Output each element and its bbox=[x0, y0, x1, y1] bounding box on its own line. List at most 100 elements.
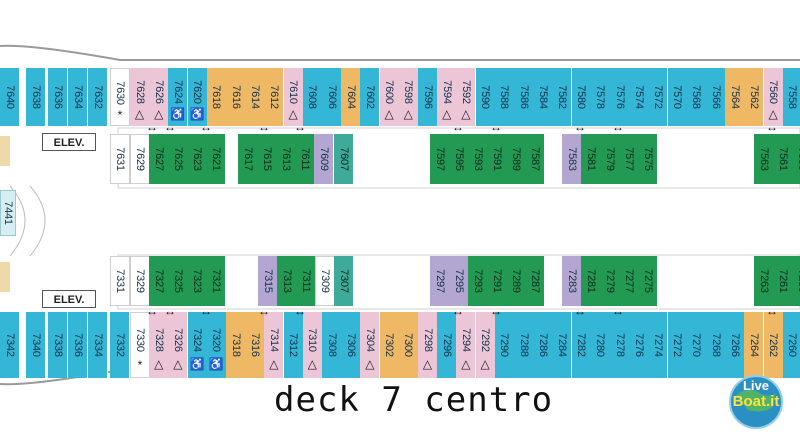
cabin-7325[interactable]: 7325 bbox=[168, 256, 188, 306]
cabin-7595[interactable]: 7595 bbox=[449, 134, 469, 184]
cabin-7326[interactable]: 7326△ bbox=[168, 312, 189, 378]
cabin-7294[interactable]: 7294△ bbox=[456, 312, 477, 378]
cabin-7609[interactable]: 7609 bbox=[314, 134, 334, 184]
cabin-7597[interactable]: 7597 bbox=[430, 134, 450, 184]
cabin-7323[interactable]: 7323 bbox=[187, 256, 207, 306]
cabin-7584[interactable]: 7584 bbox=[533, 68, 554, 126]
cabin-7290[interactable]: 7290 bbox=[494, 312, 515, 378]
cabin-7295[interactable]: 7295 bbox=[449, 256, 469, 306]
cabin-7627[interactable]: 7627 bbox=[149, 134, 169, 184]
cabin-7324[interactable]: 7324♿ bbox=[187, 312, 208, 378]
cabin-7336[interactable]: 7336 bbox=[68, 312, 88, 378]
cabin-7260[interactable]: 7260 bbox=[782, 312, 800, 378]
cabin-7590[interactable]: 7590 bbox=[475, 68, 496, 126]
cabin-7583[interactable]: 7583 bbox=[562, 134, 582, 184]
cabin-7283[interactable]: 7283 bbox=[562, 256, 582, 306]
cabin-7576[interactable]: 7576 bbox=[610, 68, 630, 126]
cabin-7591[interactable]: 7591 bbox=[487, 134, 507, 184]
cabin-7586[interactable]: 7586 bbox=[514, 68, 534, 126]
cabin-7278[interactable]: 7278 bbox=[610, 312, 630, 378]
cabin-7611[interactable]: 7611 bbox=[295, 134, 315, 184]
cabin-7621[interactable]: 7621 bbox=[206, 134, 226, 184]
cabin-7587[interactable]: 7587 bbox=[525, 134, 545, 184]
cabin-7321[interactable]: 7321 bbox=[206, 256, 226, 306]
cabin-7631[interactable]: 7631 bbox=[110, 134, 130, 184]
cabin-7259[interactable]: 7259 bbox=[792, 256, 800, 306]
cabin-7582[interactable]: 7582 bbox=[552, 68, 573, 126]
cabin-7263[interactable]: 7263 bbox=[754, 256, 774, 306]
cabin-7575[interactable]: 7575 bbox=[638, 134, 658, 184]
cabin-7568[interactable]: 7568 bbox=[686, 68, 707, 126]
cabin-7598[interactable]: 7598△ bbox=[398, 68, 419, 126]
cabin-7309[interactable]: 7309 bbox=[315, 256, 335, 306]
cabin-7284[interactable]: 7284 bbox=[552, 312, 573, 378]
cabin-7276[interactable]: 7276 bbox=[629, 312, 650, 378]
cabin-7292[interactable]: 7292△ bbox=[475, 312, 496, 378]
cabin-7315[interactable]: 7315 bbox=[258, 256, 278, 306]
cabin-7275[interactable]: 7275 bbox=[638, 256, 658, 306]
cabin-7636[interactable]: 7636 bbox=[48, 68, 68, 126]
cabin-7562[interactable]: 7562 bbox=[744, 68, 765, 126]
cabin-7593[interactable]: 7593 bbox=[468, 134, 488, 184]
cabin-7592[interactable]: 7592△ bbox=[456, 68, 477, 126]
cabin-7618[interactable]: 7618 bbox=[206, 68, 227, 126]
cabin-7282[interactable]: 7282 bbox=[571, 312, 592, 378]
cabin-7625[interactable]: 7625 bbox=[168, 134, 188, 184]
cabin-7600[interactable]: 7600△ bbox=[379, 68, 400, 126]
cabin-7342[interactable]: 7342 bbox=[0, 312, 20, 378]
cabin-7310[interactable]: 7310△ bbox=[302, 312, 323, 378]
cabin-7640[interactable]: 7640 bbox=[0, 68, 20, 126]
cabin-7298[interactable]: 7298△ bbox=[418, 312, 438, 378]
cabin-7270[interactable]: 7270 bbox=[686, 312, 707, 378]
cabin-7302[interactable]: 7302 bbox=[379, 312, 400, 378]
cabin-7307[interactable]: 7307 bbox=[334, 256, 354, 306]
cabin-7596[interactable]: 7596 bbox=[418, 68, 438, 126]
cabin-7578[interactable]: 7578 bbox=[590, 68, 611, 126]
cabin-7334[interactable]: 7334 bbox=[88, 312, 108, 378]
cabin-7288[interactable]: 7288 bbox=[514, 312, 534, 378]
cabin-7311[interactable]: 7311 bbox=[296, 256, 316, 306]
cabin-7338[interactable]: 7338 bbox=[48, 312, 68, 378]
cabin-7608[interactable]: 7608 bbox=[302, 68, 323, 126]
cabin-7293[interactable]: 7293 bbox=[468, 256, 488, 306]
cabin-7579[interactable]: 7579 bbox=[600, 134, 620, 184]
cabin-7327[interactable]: 7327 bbox=[149, 256, 169, 306]
cabin-7561[interactable]: 7561 bbox=[773, 134, 793, 184]
cabin-7340[interactable]: 7340 bbox=[26, 312, 46, 378]
cabin-7610[interactable]: 7610△ bbox=[283, 68, 304, 126]
cabin-7615[interactable]: 7615 bbox=[257, 134, 277, 184]
cabin-7316[interactable]: 7316 bbox=[245, 312, 266, 378]
cabin-7572[interactable]: 7572 bbox=[648, 68, 669, 126]
cabin-7320[interactable]: 7320♿ bbox=[206, 312, 227, 378]
cabin-7604[interactable]: 7604 bbox=[341, 68, 362, 126]
cabin-7314[interactable]: 7314△ bbox=[264, 312, 285, 378]
cabin-7261[interactable]: 7261 bbox=[773, 256, 793, 306]
cabin-7638[interactable]: 7638 bbox=[26, 68, 46, 126]
cabin-7280[interactable]: 7280 bbox=[590, 312, 611, 378]
cabin-7558[interactable]: 7558 bbox=[782, 68, 800, 126]
cabin-7279[interactable]: 7279 bbox=[600, 256, 620, 306]
cabin-7616[interactable]: 7616 bbox=[226, 68, 246, 126]
cabin-7291[interactable]: 7291 bbox=[487, 256, 507, 306]
cabin-7577[interactable]: 7577 bbox=[619, 134, 639, 184]
cabin-7629[interactable]: 7629 bbox=[130, 134, 150, 184]
cabin-7634[interactable]: 7634 bbox=[68, 68, 88, 126]
cabin-7332[interactable]: 7332 bbox=[110, 312, 130, 378]
cabin-7628[interactable]: 7628△ bbox=[130, 68, 150, 126]
cabin-7574[interactable]: 7574 bbox=[629, 68, 650, 126]
cabin-7594[interactable]: 7594△ bbox=[437, 68, 458, 126]
cabin-7580[interactable]: 7580 bbox=[571, 68, 592, 126]
cabin-7570[interactable]: 7570 bbox=[667, 68, 688, 126]
cabin-7612[interactable]: 7612 bbox=[264, 68, 285, 126]
cabin-7626[interactable]: 7626△ bbox=[149, 68, 170, 126]
cabin-7274[interactable]: 7274 bbox=[648, 312, 669, 378]
cabin-7289[interactable]: 7289 bbox=[506, 256, 526, 306]
cabin-7313[interactable]: 7313 bbox=[277, 256, 297, 306]
cabin-7306[interactable]: 7306 bbox=[341, 312, 362, 378]
cabin-7614[interactable]: 7614 bbox=[245, 68, 266, 126]
cabin-7297[interactable]: 7297 bbox=[430, 256, 450, 306]
cabin-7613[interactable]: 7613 bbox=[276, 134, 296, 184]
cabin-7304[interactable]: 7304△ bbox=[360, 312, 381, 378]
cabin-7564[interactable]: 7564 bbox=[725, 68, 746, 126]
cabin-7328[interactable]: 7328△ bbox=[149, 312, 170, 378]
